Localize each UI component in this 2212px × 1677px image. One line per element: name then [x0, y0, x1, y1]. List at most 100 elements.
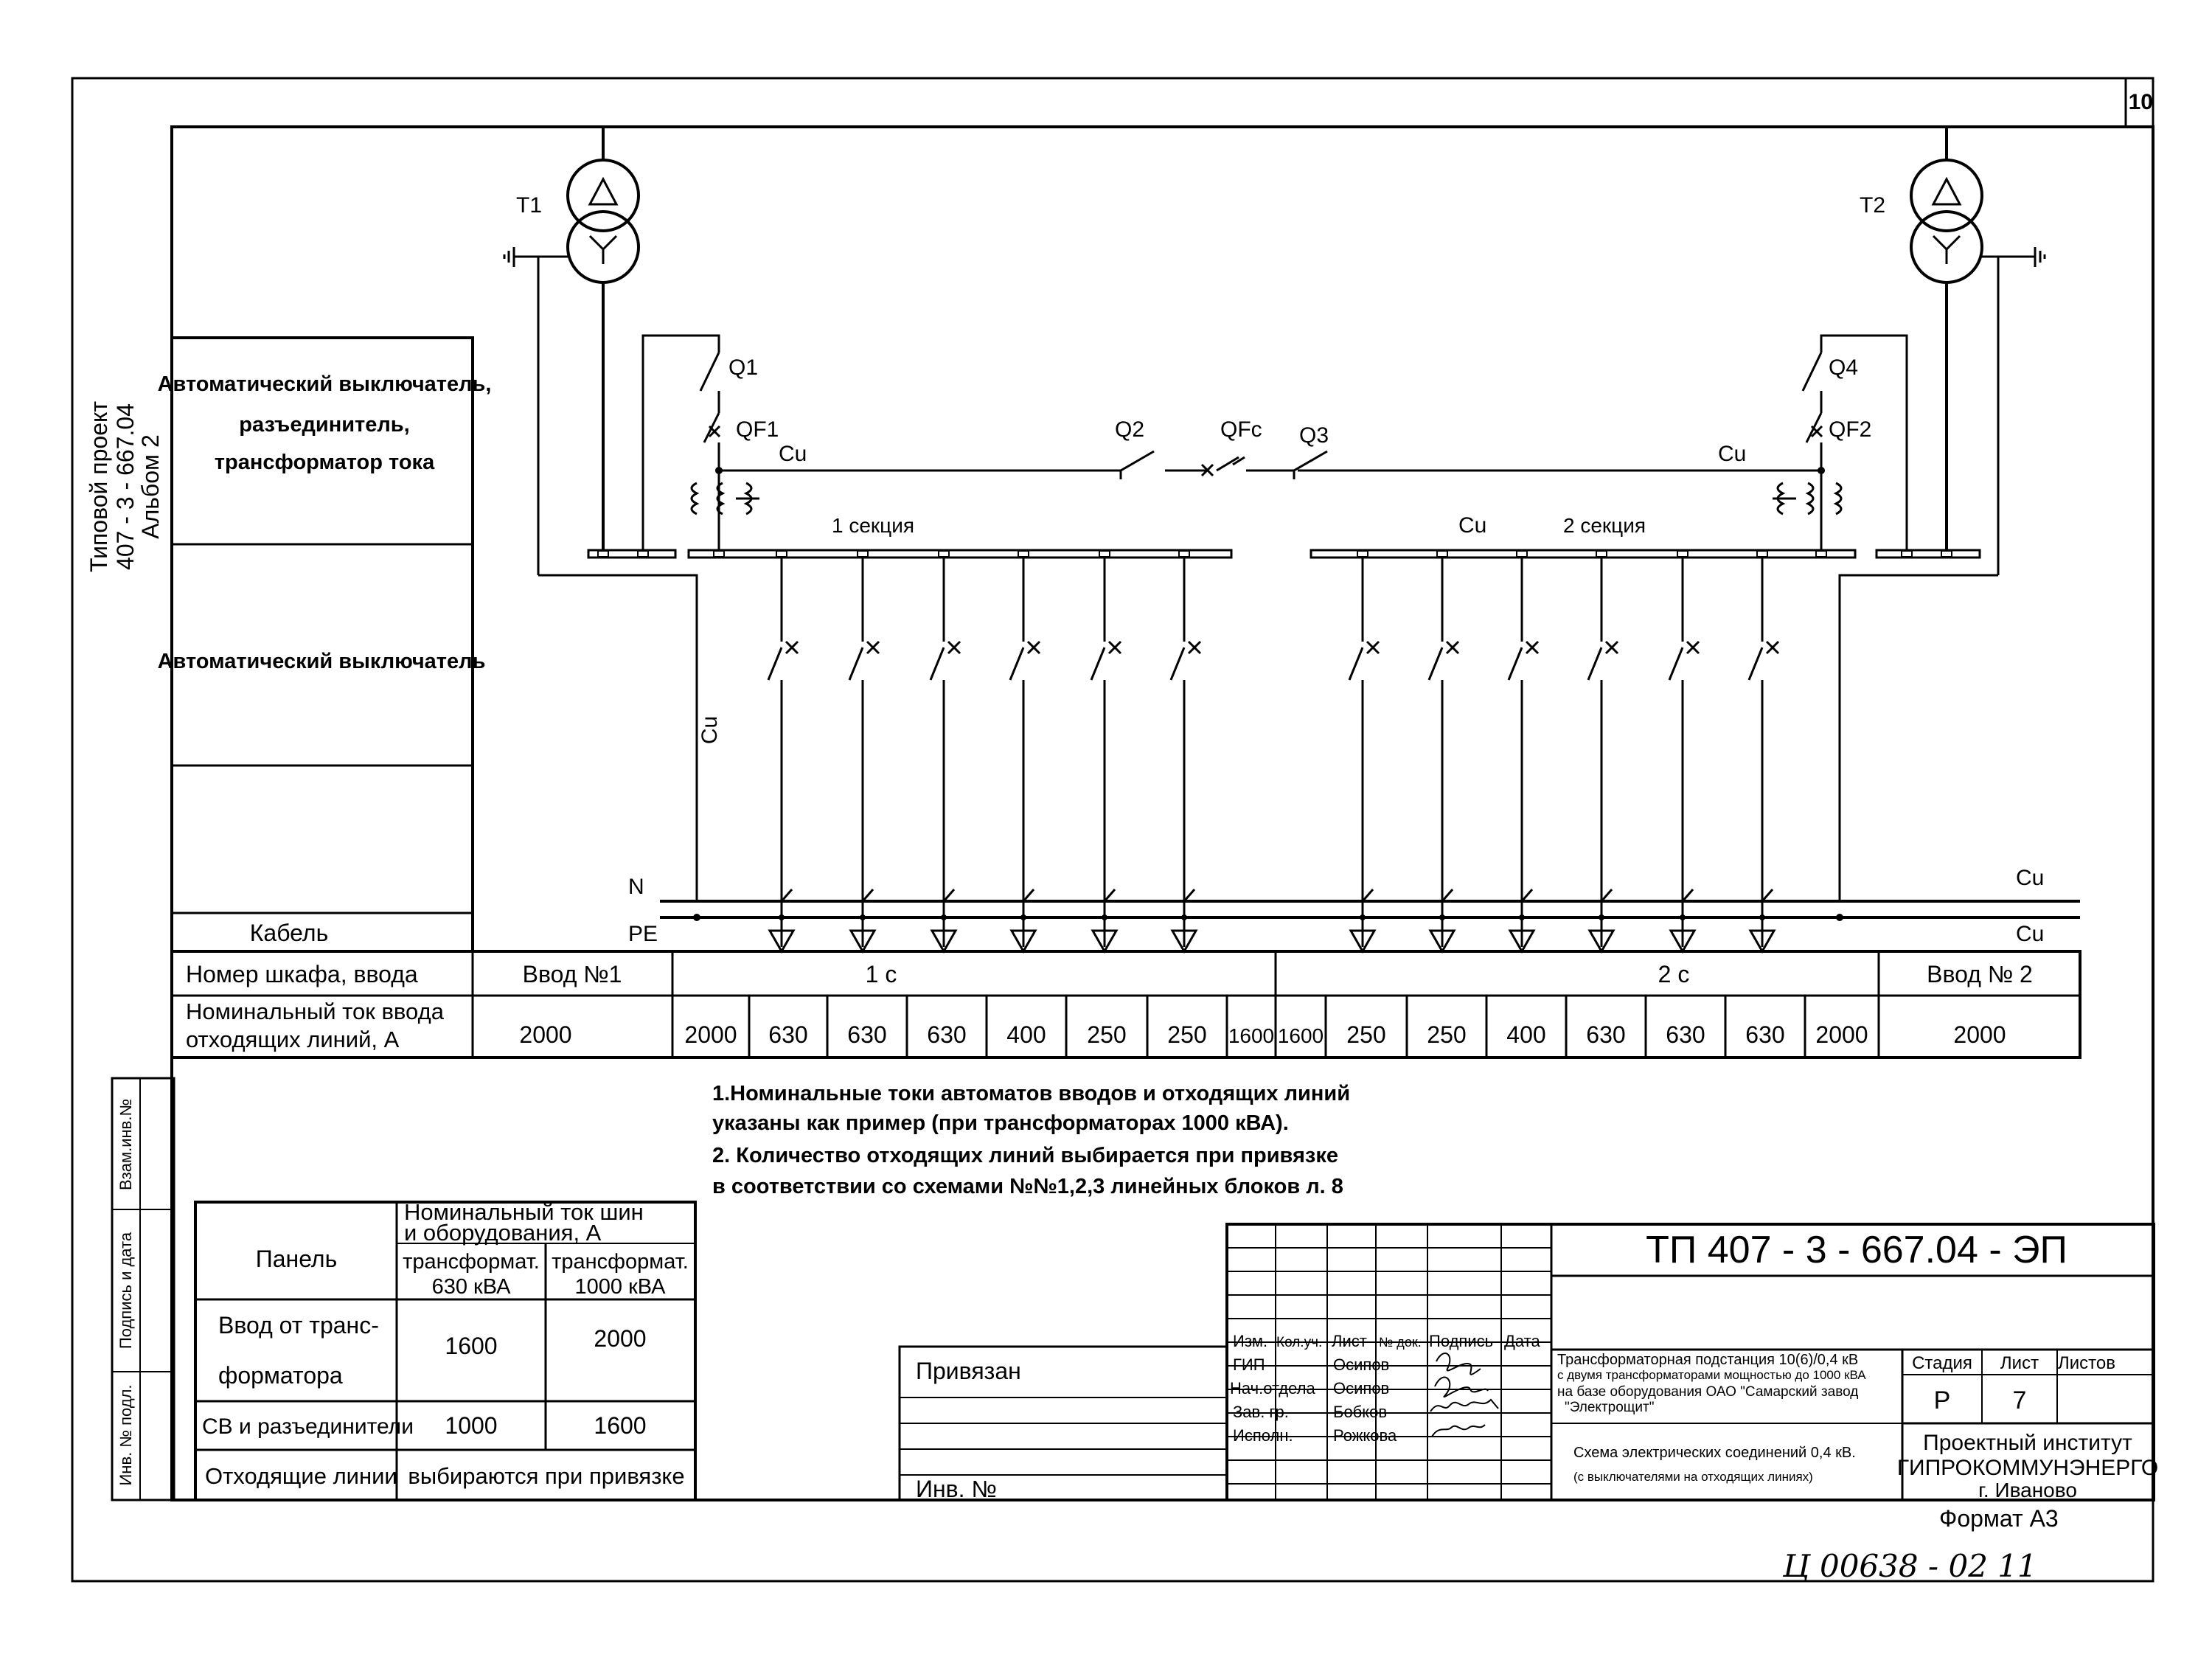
bus-node [1516, 550, 1528, 558]
junction-node [715, 467, 723, 474]
cu-pe-label: Cu [2016, 922, 2044, 946]
section2-label: 2 секция [1563, 514, 1646, 537]
cu-left-label: Cu [779, 442, 807, 466]
pe-node [779, 914, 785, 920]
svg-text:ГИП: ГИП [1233, 1355, 1265, 1374]
left-stamp-strip: Взам.инв.№ Подпись и дата Инв. № подл. [111, 1077, 175, 1501]
side-project-label: Типовой проект 407 - 3 - 667.04 Альбом 2 [86, 401, 164, 572]
doc-code: ТП 407 - 3 - 667.04 - ЭП [1646, 1229, 2067, 1271]
cable-arrow-icon [1170, 929, 1198, 954]
qf2-label: QF2 [1829, 417, 1871, 442]
q3-label: Q3 [1299, 423, 1329, 448]
rating-current: 1600 [1228, 1024, 1274, 1047]
feeder-breaker-blade [1587, 647, 1603, 681]
title-block-text: Привязан Инв. № ТП 407 - 3 - 667.04 - ЭП… [916, 1229, 2158, 1532]
notes: 1.Номинальные токи автоматов вводов и от… [712, 1082, 1350, 1198]
neutral-tap [1761, 889, 1774, 902]
feeder-breaker-mark [1187, 640, 1202, 655]
svg-text:Панель: Панель [256, 1246, 338, 1272]
svg-text:с двумя трансформаторами мощно: с двумя трансформаторами мощностью до 10… [1557, 1368, 1866, 1382]
cable-arrow-icon [1091, 929, 1119, 954]
svg-text:2. Количество отходящих линий: 2. Количество отходящих линий выбирается… [712, 1144, 1338, 1167]
svg-text:СВ и разъединители: СВ и разъединители [202, 1414, 414, 1439]
signatures-icon [1430, 1353, 1499, 1437]
bus-node [1178, 550, 1190, 558]
pe-node [1519, 914, 1525, 920]
feeder-breaker-blade [1668, 647, 1684, 681]
neutral-tap [1183, 889, 1196, 902]
neutral-tap [1681, 889, 1694, 902]
neutral-tap [1600, 889, 1613, 902]
svg-text:1.Номинальные токи автоматов в: 1.Номинальные токи автоматов вводов и от… [712, 1082, 1350, 1105]
neutral-tap [1103, 889, 1116, 902]
t2-label: T2 [1860, 193, 1885, 218]
feeder-lines [693, 467, 1843, 954]
rating-current: 630 [847, 1021, 886, 1048]
svg-text:трансформат.: трансформат. [403, 1250, 540, 1274]
neutral-tap [1520, 889, 1534, 902]
feeder-breaker-mark [947, 640, 961, 655]
neutral-tap [942, 889, 956, 902]
svg-text:Типовой проект: Типовой проект [86, 401, 112, 572]
svg-text:на базе оборудования ОАО "Сама: на базе оборудования ОАО "Самарский заво… [1557, 1384, 1858, 1400]
feeder-breaker-mark [1366, 640, 1380, 655]
rating-current: 250 [1167, 1021, 1206, 1048]
svg-text:Листов: Листов [2058, 1353, 2115, 1373]
rating-current: 250 [1087, 1021, 1126, 1048]
feeder-breaker-mark [1765, 640, 1780, 655]
svg-text:Привязан: Привязан [916, 1358, 1021, 1384]
feeder-breaker-mark [1107, 640, 1122, 655]
feeder-breaker-blade [1169, 647, 1186, 681]
pe-node [1360, 914, 1366, 920]
svg-text:Изм.: Изм. [1233, 1332, 1267, 1350]
cable-arrow-icon [768, 929, 796, 954]
cu-n-label: Cu [2016, 866, 2044, 890]
fn-row2: Автоматический выключатель [158, 650, 486, 673]
input2-current: 2000 [1953, 1021, 2006, 1048]
svg-text:Осипов: Осипов [1333, 1355, 1389, 1374]
svg-text:Подпись: Подпись [1429, 1332, 1493, 1350]
feeder-breaker-blade [767, 647, 783, 681]
svg-text:2000: 2000 [594, 1325, 646, 1352]
cu-right-label: Cu [1718, 442, 1746, 466]
fn-row1-line2: разъединитель, [239, 413, 409, 437]
svg-text:Дата: Дата [1504, 1332, 1540, 1350]
svg-text:Альбом 2: Альбом 2 [137, 434, 164, 539]
svg-text:630 кВА: 630 кВА [432, 1275, 512, 1299]
bus-node [1018, 550, 1029, 558]
neutral-tap [1361, 889, 1374, 902]
svg-text:Номинальный ток шин: Номинальный ток шин [404, 1199, 644, 1225]
cable-arrow-icon [1428, 929, 1456, 954]
bus-node [857, 550, 869, 558]
svg-text:ГИПРОКОММУНЭНЕРГО: ГИПРОКОММУНЭНЕРГО [1897, 1456, 2158, 1480]
svg-text:и оборудования, А: и оборудования, А [404, 1220, 602, 1246]
svg-text:выбираются при привязке: выбираются при привязке [408, 1463, 684, 1489]
pe-node [1439, 914, 1445, 920]
svg-text:Проектный институт: Проектный институт [1923, 1431, 2132, 1455]
svg-text:1000: 1000 [445, 1412, 497, 1439]
svg-text:Рожкова: Рожкова [1333, 1426, 1397, 1445]
svg-text:1600: 1600 [445, 1333, 497, 1359]
incoming-right [1298, 352, 1843, 553]
podpis-label: Подпись и дата [116, 1232, 135, 1349]
vzam-label: Взам.инв.№ [116, 1099, 135, 1190]
section2-label: 2 с [1658, 961, 1690, 987]
neutral-buses [660, 900, 2080, 919]
input1-label: Ввод №1 [523, 961, 622, 987]
function-table: Автоматический выключатель, разъединител… [158, 336, 491, 953]
qf1-label: QF1 [736, 417, 779, 442]
bus-node [1941, 550, 1952, 558]
title-block [898, 1223, 2155, 1501]
sheet-number: 10 [2129, 90, 2153, 114]
rating-current: 2000 [684, 1021, 737, 1048]
cable-arrow-icon [1349, 929, 1377, 954]
q1-label: Q1 [728, 355, 758, 380]
bus-node [597, 550, 609, 558]
svg-text:форматора: форматора [218, 1362, 343, 1389]
feeder-breaker-mark [1686, 640, 1700, 655]
pe-node [860, 914, 866, 920]
feeder-breaker-blade [848, 647, 864, 681]
cable-arrow-icon [1009, 929, 1037, 954]
feeder-breaker-mark [1604, 640, 1619, 655]
